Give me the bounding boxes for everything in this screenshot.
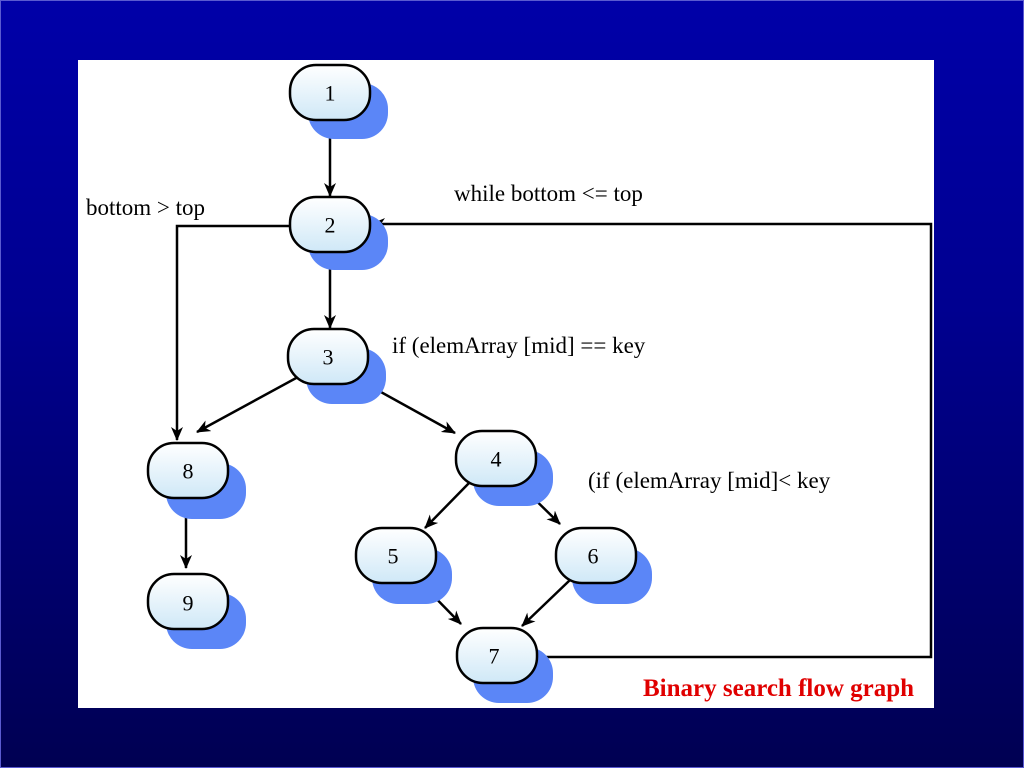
node-9: 9 <box>146 572 246 649</box>
node-6: 6 <box>554 526 652 604</box>
while-loop-label: while bottom <= top <box>454 181 643 206</box>
node-2: 2 <box>288 195 388 270</box>
if-equal-label: if (elemArray [mid] == key <box>392 333 646 358</box>
node-5: 5 <box>354 526 452 604</box>
edge-7-2 <box>371 218 933 659</box>
node-9-label: 9 <box>183 591 194 616</box>
node-4: 4 <box>454 429 553 506</box>
node-7-label: 7 <box>489 644 500 669</box>
edge-3-8 <box>196 375 299 434</box>
diagram-title: Binary search flow graph <box>643 675 914 702</box>
node-8: 8 <box>146 441 246 519</box>
node-2-box <box>288 195 372 254</box>
node-5-box <box>354 526 438 585</box>
node-4-box <box>454 429 538 488</box>
exit-condition-label: bottom > top <box>86 195 205 220</box>
node-6-label: 6 <box>588 544 599 569</box>
node-7-box <box>455 626 539 685</box>
node-5-label: 5 <box>388 544 399 569</box>
node-2-label: 2 <box>325 213 336 238</box>
node-8-label: 8 <box>183 459 194 484</box>
if-less-label: (if (elemArray [mid]< key <box>588 468 831 493</box>
edge-6-7 <box>521 579 571 627</box>
node-6-box <box>554 526 638 585</box>
node-3: 3 <box>286 327 386 404</box>
edge-2-8 <box>171 224 291 441</box>
node-1: 1 <box>288 63 388 139</box>
node-9-box <box>146 572 230 631</box>
edge-4-5 <box>424 481 471 529</box>
node-8-box <box>146 441 230 500</box>
node-7: 7 <box>455 626 553 703</box>
node-4-label: 4 <box>491 447 502 472</box>
node-3-box <box>286 327 370 386</box>
node-3-label: 3 <box>323 345 334 370</box>
node-1-box <box>288 63 372 122</box>
node-1-label: 1 <box>325 81 336 106</box>
